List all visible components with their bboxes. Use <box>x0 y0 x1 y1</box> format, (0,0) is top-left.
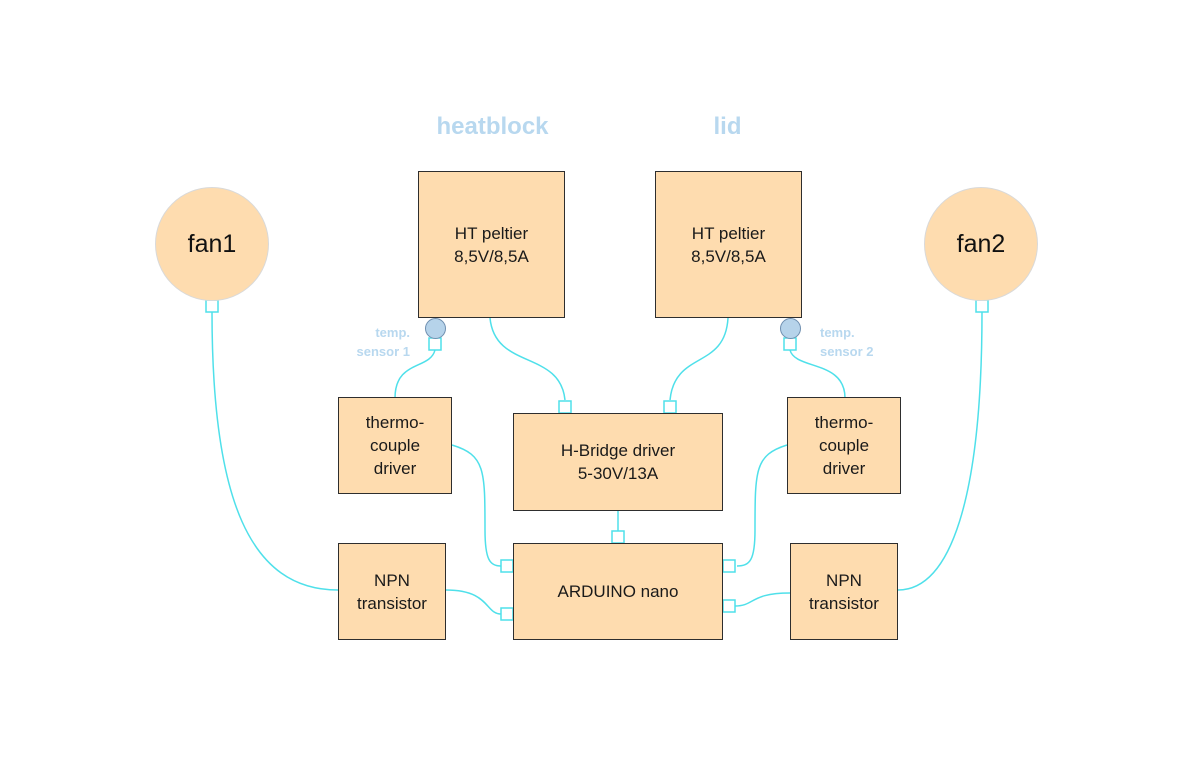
port-sensor2 <box>783 337 797 351</box>
port-arduino-left-bottom <box>500 607 514 621</box>
port-sensor1 <box>428 337 442 351</box>
peltier-heatblock-rating: 8,5V/8,5A <box>454 246 529 266</box>
npn-transistor-right[interactable]: NPN transistor <box>790 543 898 640</box>
peltier-lid-name: HT peltier <box>691 223 766 243</box>
peltier-lid-rating: 8,5V/8,5A <box>691 246 766 266</box>
port-fan2 <box>975 299 989 313</box>
port-arduino-left-top <box>500 559 514 573</box>
wire-thermo-right-arduino <box>736 444 788 567</box>
lid-label: lid <box>713 113 742 140</box>
temp-sensor-2-label: temp. sensor 2 <box>820 325 874 359</box>
temp-sensor-2[interactable] <box>780 318 801 339</box>
thermocouple-driver-right[interactable]: thermo- couple driver <box>787 397 901 494</box>
heatblock-label: heatblock <box>436 113 549 140</box>
thermocouple-driver-left[interactable]: thermo- couple driver <box>338 397 452 494</box>
port-hbridge-right <box>663 400 677 414</box>
port-hbridge-bottom <box>611 530 625 544</box>
wire-peltier-right-hbridge <box>669 317 729 401</box>
wire-sensor2-thermo <box>789 349 846 399</box>
wire-sensor1-thermo <box>394 349 436 399</box>
wire-fan2-npn <box>897 311 983 591</box>
npn-transistor-left[interactable]: NPN transistor <box>338 543 446 640</box>
port-hbridge-left <box>558 400 572 414</box>
peltier-lid[interactable]: HT peltier 8,5V/8,5A <box>655 171 802 318</box>
port-arduino-right-bottom <box>722 599 736 613</box>
wire-npn-left-arduino <box>445 589 502 615</box>
wire-fan1-npn <box>211 311 339 591</box>
fan2-label: fan2 <box>956 229 1006 258</box>
wire-peltier-left-hbridge <box>489 317 566 401</box>
arduino-nano[interactable]: ARDUINO nano <box>513 543 723 640</box>
wire-thermo-left-arduino <box>451 444 502 567</box>
h-bridge-driver[interactable]: H-Bridge driver 5-30V/13A <box>513 413 723 511</box>
wire-npn-right-arduino <box>734 592 791 607</box>
fan1-label: fan1 <box>187 229 237 258</box>
fan1-node[interactable]: fan1 <box>155 187 269 301</box>
port-arduino-right-top <box>722 559 736 573</box>
peltier-heatblock-name: HT peltier <box>454 223 529 243</box>
peltier-heatblock[interactable]: HT peltier 8,5V/8,5A <box>418 171 565 318</box>
temp-sensor-1-label: temp. sensor 1 <box>356 325 410 359</box>
temp-sensor-1[interactable] <box>425 318 446 339</box>
port-fan1 <box>205 299 219 313</box>
fan2-node[interactable]: fan2 <box>924 187 1038 301</box>
